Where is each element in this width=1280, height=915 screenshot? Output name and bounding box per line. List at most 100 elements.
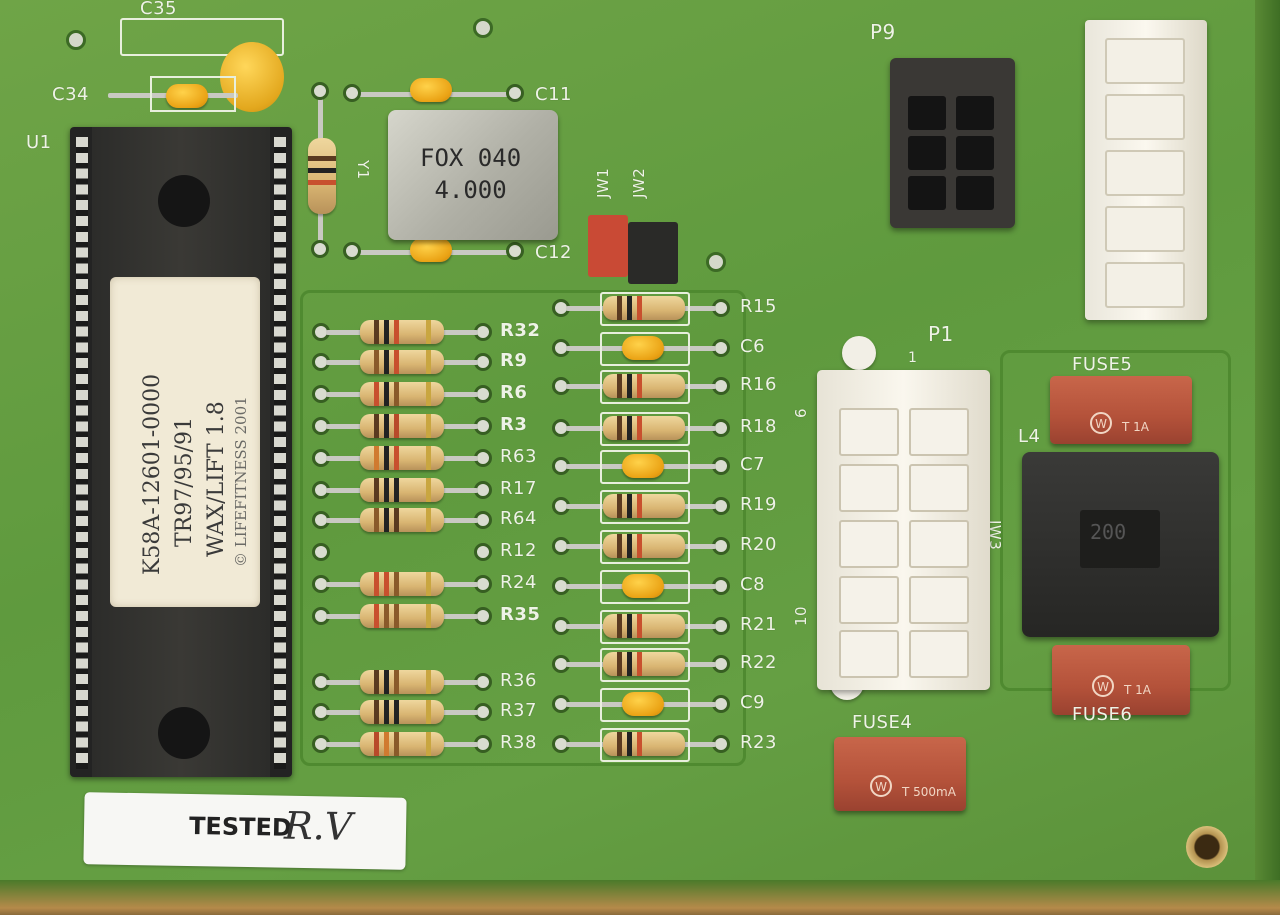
resistor-r63 [360, 446, 444, 470]
pad [506, 242, 524, 260]
label-r18: R18 [740, 416, 777, 437]
resistor-r21 [603, 614, 685, 638]
resistor-r35 [360, 604, 444, 628]
label-u1: U1 [26, 132, 52, 153]
tested-text: TESTED [188, 812, 293, 842]
resistor-r16 [603, 374, 685, 398]
silk-outline [600, 728, 690, 762]
fuse-logo-icon: W [1090, 412, 1112, 434]
label-r22: R22 [740, 652, 777, 673]
trace-outline [300, 290, 746, 766]
capacitor-c8 [622, 574, 664, 598]
capacitor-c34 [166, 84, 208, 108]
c35-outline [120, 18, 284, 56]
label-c9: C9 [740, 692, 766, 713]
pad [311, 240, 329, 258]
tested-sticker: TESTED R.V [83, 792, 407, 870]
label-c6: C6 [740, 336, 766, 357]
fuse6-rating: T 1A [1124, 683, 1151, 697]
crystal-marking: FOX 040 4.000 [420, 142, 521, 206]
label-r9: R9 [500, 350, 528, 371]
inductor-l4: 200 [1022, 452, 1219, 637]
label-c35: C35 [140, 0, 177, 19]
fuse-fuse6: W T 1A [1052, 645, 1190, 715]
label-jw1: JW1 [594, 167, 612, 198]
fuse-logo-icon: W [870, 775, 892, 797]
ic-pins-left [76, 137, 88, 769]
resistor-r6 [360, 382, 444, 406]
resistor-r17 [360, 478, 444, 502]
fuse-fuse4: W T 500mA [834, 737, 966, 811]
label-r12: R12 [500, 540, 537, 561]
label-r15: R15 [740, 296, 777, 317]
board-edge-bottom [0, 880, 1280, 915]
connector-top-right [1085, 20, 1207, 320]
mounting-hole [1186, 826, 1228, 868]
jumper-jw2 [628, 222, 678, 284]
label-r6: R6 [500, 382, 528, 403]
resistor-r38 [360, 732, 444, 756]
resistor-r3 [360, 414, 444, 438]
label-l4: L4 [1018, 426, 1041, 447]
resistor-r22 [603, 652, 685, 676]
label-p1: P1 [928, 322, 954, 346]
resistor-r15 [603, 296, 685, 320]
resistor-r32 [360, 320, 444, 344]
ic-ejector-mark [158, 707, 210, 759]
via-hole [706, 252, 726, 272]
pad [311, 82, 329, 100]
resistor-r64 [360, 508, 444, 532]
connector-peg [842, 336, 876, 370]
label-y1: Y1 [354, 160, 372, 180]
label-p1-pin10: 10 [792, 605, 810, 626]
label-r64: R64 [500, 508, 537, 529]
fuse-logo-icon: W [1092, 675, 1114, 697]
silk-outline [600, 412, 690, 446]
silk-outline [600, 530, 690, 564]
ic-label-line1: K58A-12601-0000 [140, 373, 165, 575]
fuse-fuse5: W T 1A [1050, 376, 1192, 444]
label-c12: C12 [535, 242, 572, 263]
label-r63: R63 [500, 446, 537, 467]
label-r17: R17 [500, 478, 537, 499]
inductor-marking: 200 [1090, 520, 1127, 544]
resistor-r18 [603, 416, 685, 440]
ic-ejector-mark [158, 175, 210, 227]
label-r23: R23 [740, 732, 777, 753]
label-fuse6: FUSE6 [1072, 704, 1133, 725]
silk-outline [600, 570, 690, 604]
crystal-oscillator-y1: FOX 040 4.000 [388, 110, 558, 240]
tested-signature: R.V [283, 803, 353, 849]
capacitor-c7 [622, 454, 664, 478]
label-r21: R21 [740, 614, 777, 635]
label-r38: R38 [500, 732, 537, 753]
via-hole [473, 18, 493, 38]
ic-pins-right [274, 137, 286, 769]
silk-outline [600, 370, 690, 404]
pad [343, 242, 361, 260]
pad [343, 84, 361, 102]
label-r16: R16 [740, 374, 777, 395]
silk-outline [600, 292, 690, 326]
capacitor-c6 [622, 336, 664, 360]
resistor-r19 [603, 494, 685, 518]
capacitor-c9 [622, 692, 664, 716]
silk-outline [600, 648, 690, 682]
label-r20: R20 [740, 534, 777, 555]
pad [474, 543, 492, 561]
label-r32: R32 [500, 320, 541, 341]
label-fuse5: FUSE5 [1072, 354, 1133, 375]
crystal-line1: FOX 040 [420, 144, 522, 172]
label-c8: C8 [740, 574, 766, 595]
dip-ic-u1: K58A-12601-0000 TR97/95/91 WAX/LIFT 1.8 … [70, 127, 292, 777]
silk-outline [600, 688, 690, 722]
label-c11: C11 [535, 84, 572, 105]
silk-outline [600, 450, 690, 484]
c34-outline [150, 76, 236, 112]
resistor-r23 [603, 732, 685, 756]
ic-sticker-label: K58A-12601-0000 TR97/95/91 WAX/LIFT 1.8 … [110, 277, 260, 607]
label-r37: R37 [500, 700, 537, 721]
connector-p9 [890, 58, 1015, 228]
resistor-vertical [308, 138, 336, 214]
